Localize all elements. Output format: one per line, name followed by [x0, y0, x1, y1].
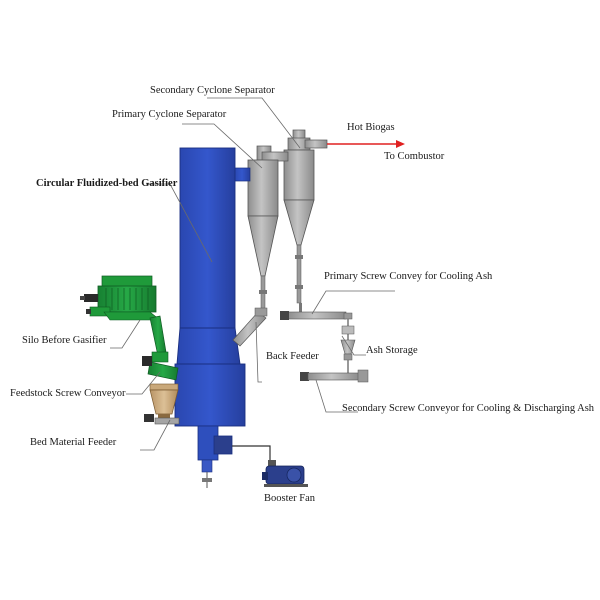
label-feedstock-screw-conveyor: Feedstock Screw Conveyor [10, 388, 126, 399]
leader-secondary-screw [315, 379, 358, 413]
label-silo-before-gasifier: Silo Before Gasifier [22, 335, 107, 346]
primary-cyclone-separator [247, 145, 289, 313]
label-primary-cyclone-separator: Primary Cyclone Separator [112, 109, 227, 120]
label-ash-storage: Ash Storage [366, 345, 418, 356]
label-bed-material-feeder: Bed Material Feeder [30, 437, 117, 448]
circular-fluidized-bed-gasifier [174, 147, 246, 488]
leader-primary-cyclone [182, 123, 263, 169]
label-hot-biogas: Hot Biogas [347, 122, 395, 133]
leader-primary-screw [311, 290, 395, 315]
silo-before-gasifier [80, 275, 169, 363]
leader-silo [110, 319, 141, 349]
label-secondary-cyclone-separator: Secondary Cyclone Separator [150, 85, 275, 96]
label-back-feeder: Back Feeder [266, 351, 319, 362]
ash-storage [340, 325, 356, 376]
leader-ash-storage [341, 335, 366, 356]
leader-bed-feeder [140, 419, 171, 451]
label-gasifier: Circular Fluidized-bed Gasifier [36, 178, 178, 189]
feedstock-screw-conveyor [142, 356, 179, 381]
back-feeder [232, 307, 268, 347]
leader-gasifier [146, 183, 213, 263]
label-to-combustor: To Combustor [384, 151, 445, 162]
gasifier-outlet-duct [233, 167, 251, 182]
bed-material-feeder [144, 383, 180, 425]
label-secondary-screw-conveyor: Secondary Screw Conveyor for Cooling & D… [342, 403, 595, 414]
leader-lines [110, 97, 395, 451]
secondary-screw-conveyor [300, 369, 369, 383]
primary-screw-conveyor [280, 303, 353, 342]
secondary-cyclone-separator [283, 129, 328, 304]
booster-fan [232, 445, 308, 487]
label-primary-screw-conveyor: Primary Screw Convey for Cooling Ash [324, 271, 493, 282]
leader-feedstock-screw [126, 371, 161, 395]
leader-back-feeder [255, 321, 262, 383]
label-booster-fan: Booster Fan [264, 493, 316, 504]
hot-biogas-arrow [327, 140, 405, 148]
leader-secondary-cyclone [207, 97, 301, 149]
